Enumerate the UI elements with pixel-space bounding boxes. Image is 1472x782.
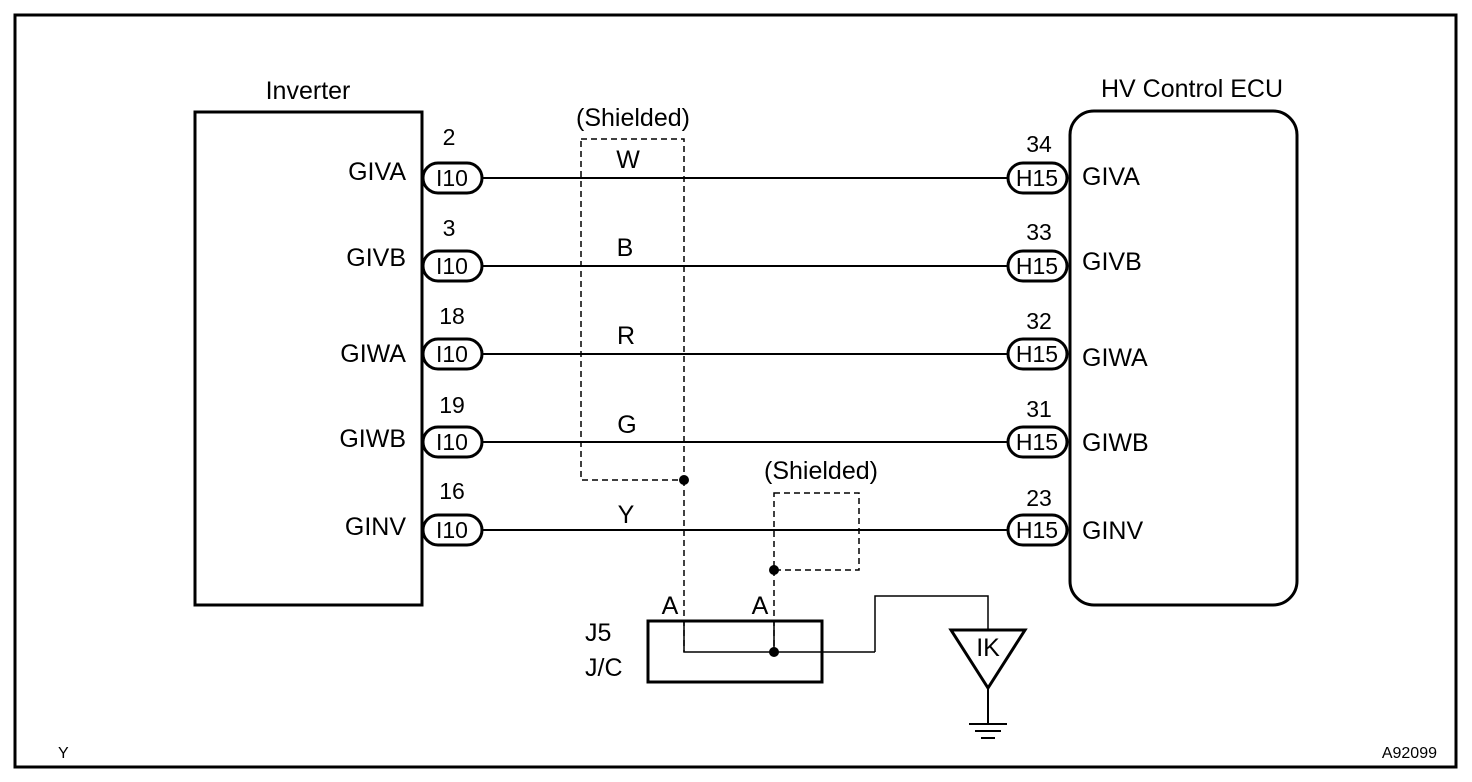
inverter-connector-label: I10 [436, 253, 468, 279]
junction-node [769, 647, 779, 657]
ecu-connector-label: H15 [1016, 253, 1058, 279]
ecu-pin-signal: GINV [1082, 517, 1143, 545]
ecu-connector [1006, 513, 1069, 547]
junction-terminal-left: A [662, 592, 679, 620]
ecu-connector-label: H15 [1016, 341, 1058, 367]
ecu-connector-label: H15 [1016, 165, 1058, 191]
ecu-pin-number: 32 [1026, 308, 1052, 334]
junction-type: J/C [585, 654, 623, 682]
junction-internal-wire [683, 621, 875, 653]
inverter-connector-label: I10 [436, 165, 468, 191]
inverter-pin-signal: GIWA [340, 340, 406, 368]
ecu-pin-signal: GIWA [1082, 344, 1148, 372]
ecu-connector [1006, 425, 1069, 459]
inverter-pin-signal: GIVA [348, 158, 406, 186]
shield-ginv [773, 492, 860, 571]
ecu-connector-label: H15 [1016, 429, 1058, 455]
wire-color-label: G [617, 411, 636, 439]
inverter-pin-signal: GIWB [339, 425, 406, 453]
ecu-box [1068, 109, 1299, 607]
ground-point-triangle [948, 628, 1028, 691]
wire-color-label: W [616, 146, 640, 174]
inverter-connector-label: I10 [436, 341, 468, 367]
wire-row: GIWB 19 I10 G H15 31 GIWB [339, 392, 1149, 459]
inverter-pin-number: 3 [443, 215, 456, 241]
corner-label-left: Y [58, 745, 69, 762]
ecu-pin-number: 31 [1026, 396, 1052, 422]
ecu-pin-number: 23 [1026, 485, 1052, 511]
ground-icon [969, 723, 1007, 739]
inverter-connector-label: I10 [436, 517, 468, 543]
ecu-connector [1006, 249, 1069, 283]
shield-label-main: (Shielded) [576, 104, 690, 132]
shield-label-ginv: (Shielded) [764, 457, 878, 485]
inverter-pin-number: 16 [439, 478, 465, 504]
wire-color-label: B [617, 234, 634, 262]
figure-code: A92099 [1382, 745, 1437, 762]
wire-color-label: Y [618, 501, 635, 529]
junction-terminal-right: A [752, 592, 769, 620]
ecu-pin-number: 33 [1026, 219, 1052, 245]
wire-row: GINV 16 I10 Y H15 23 GINV [345, 478, 1143, 547]
inverter-pin-signal: GIVB [346, 244, 406, 272]
diagram-frame [13, 13, 1458, 769]
ecu-connector [1006, 161, 1069, 195]
ecu-pin-signal: GIWB [1082, 429, 1149, 457]
inverter-pin-number: 18 [439, 303, 465, 329]
inverter-box [193, 110, 424, 607]
wire-row: GIWA 18 I10 R H15 32 GIWA [340, 303, 1148, 372]
inverter-pin-number: 19 [439, 392, 465, 418]
ecu-pin-number: 34 [1026, 131, 1052, 157]
shield-main [580, 138, 685, 481]
ecu-title: HV Control ECU [1101, 75, 1283, 103]
wire-row: GIVB 3 I10 B H15 33 GIVB [346, 215, 1142, 283]
ecu-pin-signal: GIVA [1082, 163, 1140, 191]
ecu-connector-label: H15 [1016, 517, 1058, 543]
inverter-pin-number: 2 [443, 124, 456, 150]
junction-id: J5 [585, 619, 611, 647]
ecu-connector [1006, 337, 1069, 371]
inverter-connector-label: I10 [436, 429, 468, 455]
wire-color-label: R [617, 322, 635, 350]
ground-point-label: IK [976, 634, 1000, 662]
inverter-pin-signal: GINV [345, 513, 406, 541]
inverter-title: Inverter [266, 77, 351, 105]
ecu-pin-signal: GIVB [1082, 248, 1142, 276]
wire-row: GIVA 2 I10 W H15 34 GIVA [348, 124, 1140, 195]
ground-wire [874, 595, 989, 652]
